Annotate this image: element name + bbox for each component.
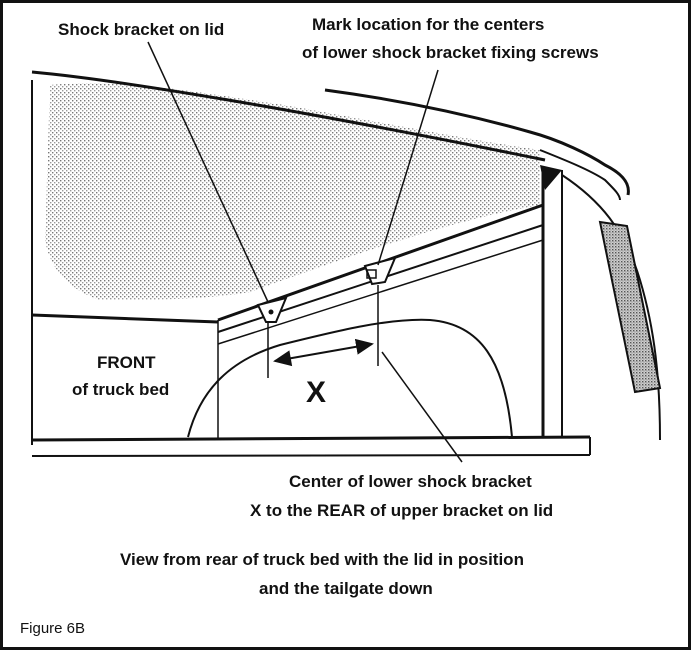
figure-number: Figure 6B <box>20 620 85 637</box>
label-center-line1: Center of lower shock bracket <box>289 472 532 491</box>
label-front-line2: of truck bed <box>72 380 169 399</box>
leader-shock-bracket <box>147 41 269 303</box>
label-center-line2: X to the REAR of upper bracket on lid <box>250 501 553 520</box>
caption-line2: and the tailgate down <box>259 579 433 598</box>
lid-bracket-pivot <box>268 309 274 315</box>
lower-shock-bracket <box>363 256 397 286</box>
label-mark-location-line2: of lower shock bracket fixing screws <box>302 43 599 62</box>
cab-roof-inner <box>539 149 621 201</box>
label-dimension-x: X <box>306 376 326 409</box>
cab-roof <box>324 88 630 196</box>
lid-top-edge <box>31 70 546 162</box>
bed-floor-bottom <box>31 454 591 457</box>
bed-floor-top <box>31 435 591 442</box>
leader-center-lower <box>381 351 463 463</box>
lid-underside <box>45 83 540 300</box>
label-front-line1: FRONT <box>97 353 156 372</box>
wheel-well <box>187 318 513 438</box>
caption-line1: View from rear of truck bed with the lid… <box>120 550 524 569</box>
pillar-corner <box>540 165 562 190</box>
label-mark-location-line1: Mark location for the centers <box>312 15 544 34</box>
bed-front-line <box>31 313 219 324</box>
label-shock-bracket: Shock bracket on lid <box>58 20 224 39</box>
leader-mark-location <box>377 69 439 266</box>
tail-light <box>598 220 662 394</box>
bed-rail-bottom <box>217 239 544 345</box>
cab-side <box>561 174 661 441</box>
dim-arrow-x <box>273 338 374 367</box>
lower-bracket-screw-mark <box>366 269 377 279</box>
